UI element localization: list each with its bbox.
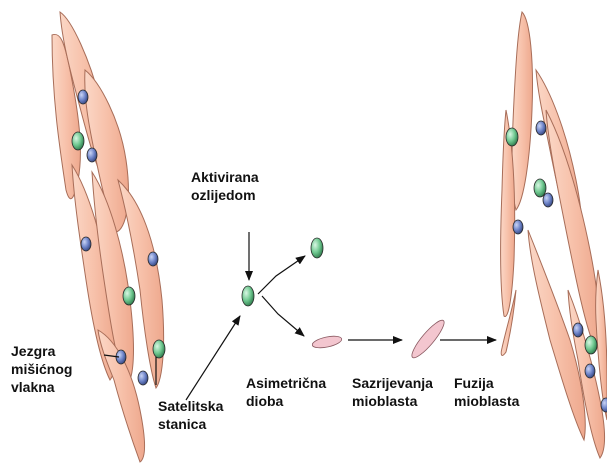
division-arrow-down: [262, 296, 304, 336]
label-activated-by-injury: Aktivirana ozlijedom: [191, 168, 259, 204]
maturing-myoblast: [408, 317, 448, 361]
myonucleus: [585, 364, 595, 378]
satellite-cell: [534, 179, 546, 197]
satellite-cell: [72, 132, 84, 150]
division-arrow-up: [258, 256, 305, 294]
myonucleus: [148, 252, 158, 266]
label-myoblast-fusion: Fuzija mioblasta: [454, 374, 519, 410]
satellite-cell: [123, 287, 135, 305]
label-asymmetric-division: Asimetrična dioba: [246, 374, 326, 410]
process-cells: [242, 238, 448, 361]
satellite-cell: [153, 340, 165, 358]
activated-satellite-cell: [242, 286, 254, 306]
myonucleus: [87, 148, 97, 162]
daughter-myoblast: [311, 334, 342, 350]
myonucleus: [543, 193, 553, 207]
myonucleus: [573, 323, 583, 337]
label-satellite-cell: Satelitska stanica: [158, 397, 223, 433]
satellite-pointer: [186, 316, 240, 400]
myonucleus: [81, 237, 91, 251]
satellite-cell: [506, 128, 518, 146]
myonucleus: [536, 121, 546, 135]
daughter-satellite-cell: [311, 238, 323, 258]
muscle-fiber: [512, 12, 533, 210]
myonucleus: [78, 90, 88, 104]
myonucleus: [138, 371, 148, 385]
satellite-cell: [585, 336, 597, 354]
label-fiber-nucleus: Jezgra mišićnog vlakna: [11, 342, 72, 396]
myonucleus: [513, 220, 523, 234]
label-myoblast-maturation: Sazrijevanja mioblasta: [352, 374, 433, 410]
